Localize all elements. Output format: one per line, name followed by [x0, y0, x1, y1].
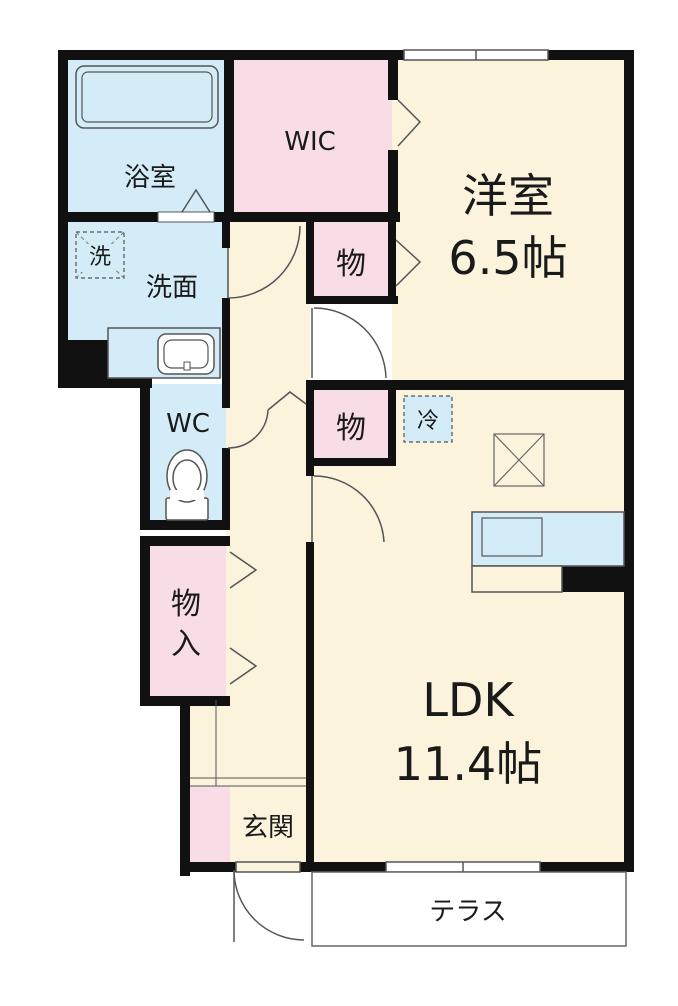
hallway — [226, 222, 310, 862]
washbasin-icon — [107, 327, 221, 379]
entrance-floor — [230, 786, 310, 862]
windows — [235, 49, 549, 873]
wc-room-name: WC — [166, 409, 210, 439]
closet[interactable] — [146, 542, 226, 696]
storage-lower[interactable] — [310, 388, 392, 462]
toilet-icon — [165, 449, 209, 521]
washroom-name: 洗面 — [146, 273, 198, 303]
fridge-icon — [403, 395, 453, 443]
western-room-name: 洋室 — [462, 169, 554, 223]
wic-room[interactable] — [228, 58, 392, 218]
entrance[interactable] — [186, 786, 230, 862]
western-room[interactable] — [392, 58, 628, 384]
entrance-name: 玄関 — [242, 813, 294, 843]
range-hood-icon — [493, 433, 545, 487]
closet-name-line2: 入 — [171, 627, 201, 662]
closet-name-line1: 物 — [171, 587, 201, 622]
ldk-room-size: 11.4帖 — [394, 737, 542, 791]
walls — [58, 50, 634, 876]
storage-upper-name: 物 — [336, 247, 366, 282]
washer-label: 洗 — [89, 245, 111, 270]
bathtub — [75, 65, 219, 129]
doors — [190, 99, 422, 942]
fridge-label: 冷 — [417, 409, 439, 434]
terrace[interactable] — [311, 871, 627, 947]
wic-room-name: WIC — [284, 127, 336, 157]
washer-icon — [75, 231, 125, 279]
bath-room-name: 浴室 — [124, 163, 176, 193]
storage-lower-name: 物 — [336, 411, 366, 446]
terrace-name: テラス — [429, 897, 506, 927]
kitchen-counter — [471, 511, 625, 593]
bath-door-icon — [181, 188, 211, 213]
storage-upper[interactable] — [310, 222, 392, 298]
ldk-room-name: LDK — [422, 673, 515, 727]
western-room-size: 6.5帖 — [448, 231, 567, 285]
hallway-lower — [186, 700, 230, 786]
